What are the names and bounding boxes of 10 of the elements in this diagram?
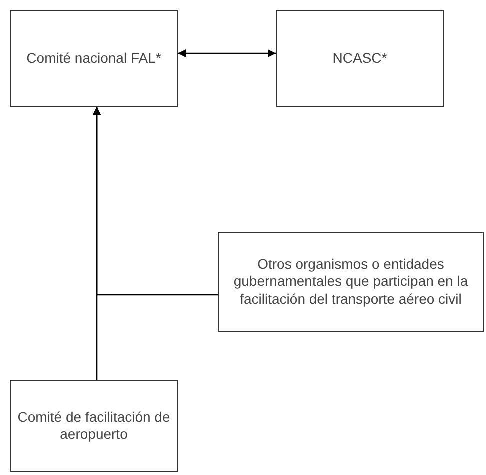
process-box — [10, 10, 178, 107]
process-box — [218, 232, 484, 332]
box-label: Comité nacional FAL* — [26, 50, 162, 68]
arrow — [178, 50, 276, 58]
box-label: Otros organismos o entidades gubernamentales que participan en la facilitación del transporte aéreo civil — [232, 256, 470, 308]
box-label: Comité de facilitación de aeropuerto — [16, 408, 172, 444]
process-box — [276, 10, 444, 107]
box-label: NCASC* — [332, 50, 388, 68]
process-box — [10, 380, 178, 472]
arrow — [93, 107, 218, 296]
